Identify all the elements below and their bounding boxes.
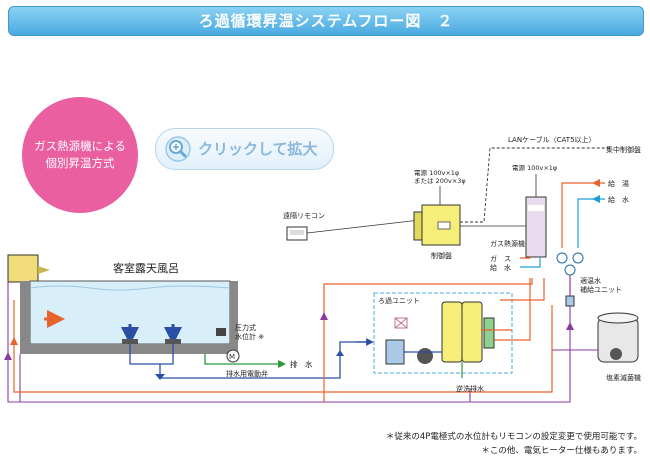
svg-text:M: M — [229, 353, 235, 361]
lan-label: LANケーブル（CAT5以上） — [508, 135, 596, 144]
supply-unit-valves — [556, 252, 584, 307]
overflow-pipe — [7, 282, 471, 403]
method-line-2: 個別昇温方式 — [45, 156, 115, 170]
magnifier-plus-icon — [165, 136, 191, 162]
hot-water-label: 給 湯 — [608, 179, 629, 188]
central-label: 集中制御盤 — [606, 145, 641, 154]
overflow-box — [7, 254, 50, 283]
return-arrow-down — [155, 374, 165, 380]
method-line-1: ガス熱源機による — [34, 139, 126, 153]
gas-label: ガ ス — [490, 254, 511, 263]
strainer — [385, 339, 405, 365]
gas-heater-label: ガス熱源機 — [490, 239, 525, 248]
drain-label: 排 水 — [290, 359, 313, 369]
suction-grill-1 — [122, 339, 138, 344]
chlorinator — [597, 312, 639, 363]
drain-pipe — [204, 354, 278, 365]
footnote-2: ＊この他、電気ヒーター仕様もあります。 — [481, 446, 642, 456]
filter-tank-1 — [441, 301, 463, 363]
page-title: ろ過循環昇温システムフロー図 ２ — [198, 12, 454, 30]
supply-unit-label: 適温水補給ユニット — [580, 276, 622, 294]
cold-water-label: 給 水 — [608, 195, 629, 204]
cold-water-pipe — [577, 198, 605, 248]
pump-icon — [417, 348, 433, 364]
remote-label: 遠隔リモコン — [283, 211, 325, 220]
return-arrow-up — [336, 350, 344, 356]
filter-unit-label: ろ過ユニット — [378, 296, 420, 305]
bath-label: 客室露天風呂 — [113, 261, 179, 275]
zoom-button[interactable]: クリックして拡大 — [155, 128, 334, 170]
heater-water-label: 給 水 — [490, 263, 511, 272]
filter-unit-box — [373, 292, 513, 374]
control-panel — [413, 204, 461, 246]
drain-valve-label: 排水用電動弁 — [226, 369, 268, 378]
hot-water-pipe — [561, 182, 605, 248]
footnote-1: ＊従来の4P電極式の水位計もリモコンの設定変更で使用可能です。 — [385, 432, 642, 442]
control-panel-label: 制御盤 — [431, 251, 452, 260]
chlorinator-label: 塩素滅菌機 — [606, 373, 641, 382]
method-badge: ガス熱源機による 個別昇温方式 — [22, 97, 138, 213]
heater-power-label: 電源 100v×1φ — [512, 163, 557, 172]
backwash-label: 逆洗排水 — [456, 384, 484, 393]
pressure-gauge-label: 圧力式水位計 ※ — [235, 323, 264, 341]
gas-heater — [525, 196, 547, 258]
title-bar: ろ過循環昇温システムフロー図 ２ — [8, 6, 644, 36]
pressure-gauge — [216, 328, 226, 336]
supply-pipe-bottom — [13, 300, 553, 393]
drain-valve-icon — [226, 349, 240, 363]
lan-cable — [460, 147, 610, 223]
filter-tank-2 — [461, 301, 483, 363]
heat-exchanger — [483, 317, 495, 349]
suction-grill-2 — [165, 339, 181, 344]
zoom-button-label: クリックして拡大 — [198, 140, 318, 158]
supply-pipe-top — [323, 278, 533, 402]
